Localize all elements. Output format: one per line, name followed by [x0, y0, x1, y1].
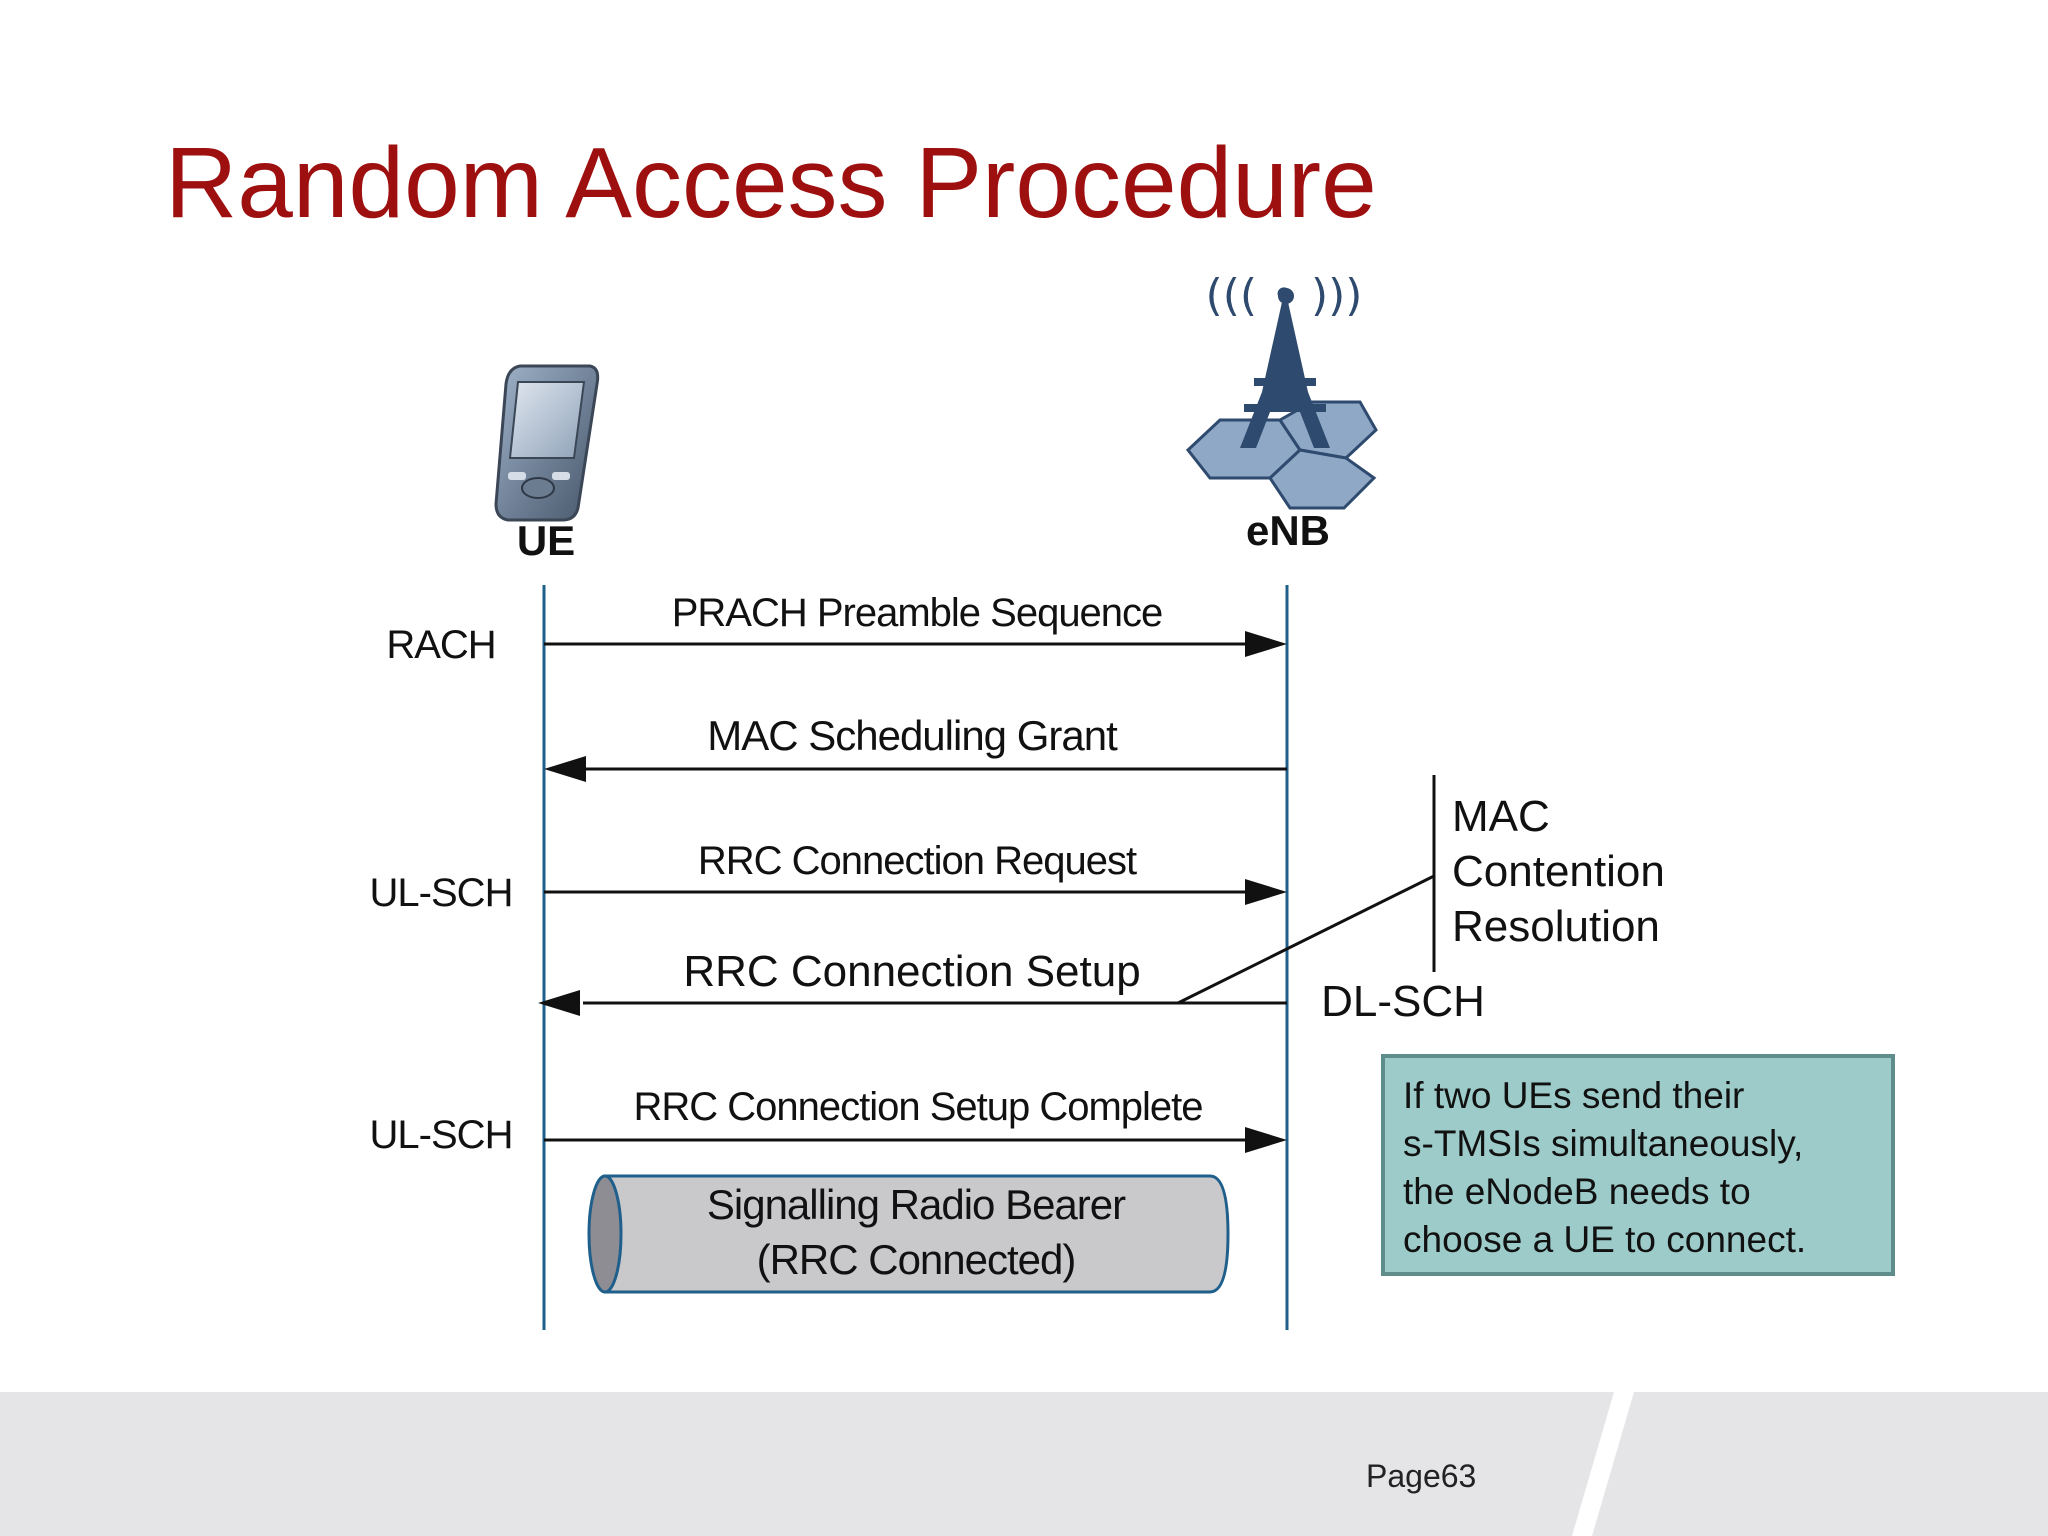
arrowhead-5 — [1245, 1127, 1287, 1153]
arrowhead-3 — [1245, 879, 1287, 905]
sequence-diagram: ((( • ))) UE eNB PRACH Preamble Sequence… — [370, 270, 1665, 1330]
footer-band — [0, 1392, 2048, 1536]
bearer-label-2: (RRC Connected) — [757, 1236, 1076, 1283]
page-number: Page63 — [1366, 1458, 1477, 1494]
message-label-3: RRC Connection Request — [698, 839, 1137, 883]
footer-divider — [1572, 1392, 1634, 1536]
mobile-phone-icon — [494, 364, 600, 522]
note-line-3: the eNodeB needs to — [1403, 1171, 1751, 1212]
ue-label: UE — [517, 517, 575, 564]
bearer-label-1: Signalling Radio Bearer — [707, 1181, 1126, 1228]
message-label-4: RRC Connection Setup — [683, 947, 1140, 996]
note-line-4: choose a UE to connect. — [1403, 1219, 1807, 1260]
message-label-1: PRACH Preamble Sequence — [672, 591, 1163, 635]
contention-label-1: MAC — [1452, 792, 1550, 841]
contention-label-2: Contention — [1452, 847, 1665, 896]
arrowhead-1 — [1245, 631, 1287, 657]
channel-label-ul-sch-1: UL-SCH — [370, 871, 513, 915]
note-line-2: s-TMSIs simultaneously, — [1403, 1123, 1804, 1164]
slide-title: Random Access Procedure — [165, 127, 1377, 239]
svg-text:((( • ))): ((( • ))) — [1206, 270, 1363, 321]
contention-label-3: Resolution — [1452, 902, 1660, 951]
arrowhead-4 — [538, 990, 580, 1016]
message-label-2: MAC Scheduling Grant — [707, 712, 1118, 759]
arrowhead-2 — [544, 756, 586, 782]
dl-sch-label: DL-SCH — [1321, 977, 1485, 1026]
signalling-radio-bearer — [587, 1174, 1230, 1294]
channel-label-rach: RACH — [386, 623, 495, 667]
enb-label: eNB — [1246, 507, 1330, 554]
channel-label-ul-sch-2: UL-SCH — [370, 1113, 513, 1157]
note-box: If two UEs send their s-TMSIs simultaneo… — [1381, 1054, 1895, 1276]
contention-pointer — [1177, 874, 1435, 1005]
message-label-5: RRC Connection Setup Complete — [633, 1085, 1202, 1129]
cell-tower-icon: ((( • ))) — [1185, 270, 1378, 510]
note-line-1: If two UEs send their — [1403, 1075, 1745, 1116]
